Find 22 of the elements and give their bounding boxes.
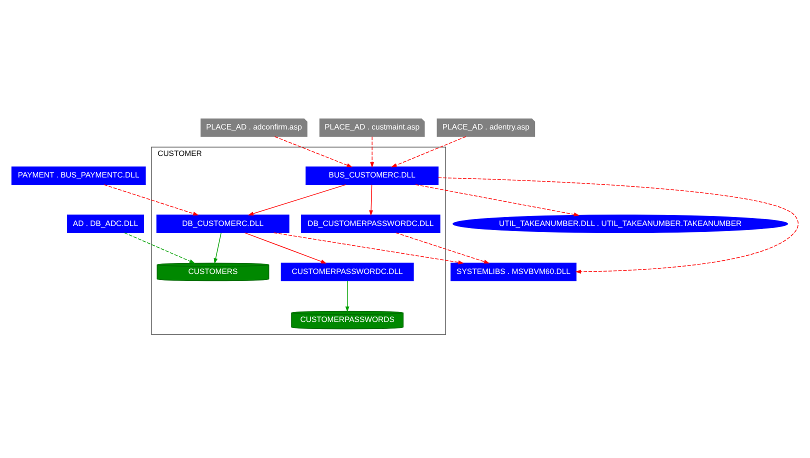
arrow bbox=[214, 232, 222, 264]
arrow bbox=[345, 280, 350, 312]
node-box: DB_CUSTOMERC.DLL bbox=[156, 214, 290, 233]
arrow bbox=[369, 184, 374, 216]
arrow bbox=[391, 136, 466, 167]
node-box: CUSTOMERPASSWORDC.DLL bbox=[280, 262, 414, 281]
node-box: BUS_CUSTOMERC.DLL bbox=[306, 166, 439, 184]
arrow bbox=[244, 232, 327, 263]
node-box: DB_CUSTOMERPASSWORDC.DLL bbox=[301, 214, 440, 233]
arrow bbox=[124, 232, 196, 263]
arrow bbox=[415, 184, 580, 216]
arrow bbox=[396, 232, 490, 264]
node-box: AD . DB_ADC.DLL bbox=[66, 214, 144, 233]
arrow bbox=[438, 176, 799, 274]
arrow bbox=[273, 232, 464, 264]
arrow bbox=[274, 136, 352, 167]
node-box: PAYMENT . BUS_PAYMENTC.DLL bbox=[11, 166, 146, 184]
node-ellipse: UTIL_TAKEANUMBER.DLL . UTIL_TAKEANUMBER.TAKEANUMBER bbox=[452, 214, 788, 233]
node-box: SYSTEMLIBS . MSVBVM60.DLL bbox=[450, 262, 576, 281]
arrow bbox=[104, 184, 199, 215]
arrow bbox=[248, 184, 346, 215]
arrow bbox=[370, 136, 374, 168]
